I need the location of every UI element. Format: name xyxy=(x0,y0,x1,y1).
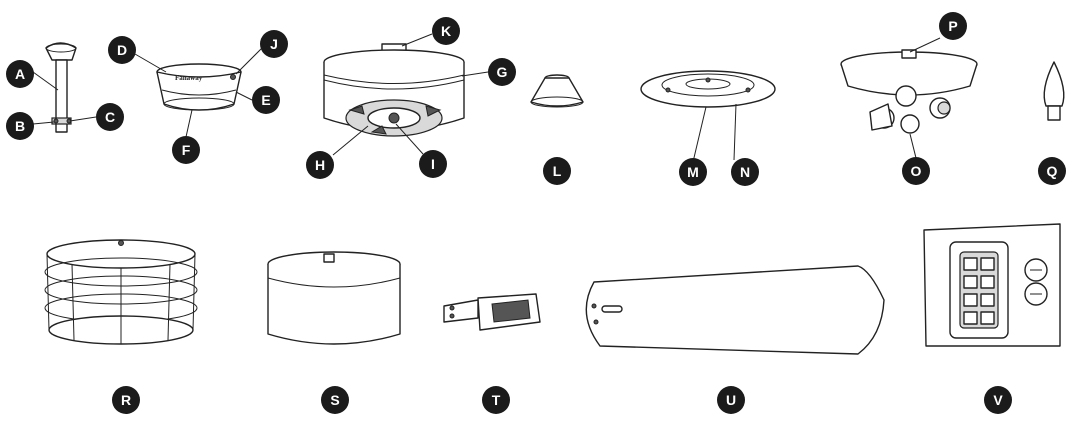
label-badge-l: L xyxy=(543,157,571,185)
blade-iron-illustration xyxy=(443,293,541,331)
label-badge-h: H xyxy=(306,151,334,179)
label-n-text: N xyxy=(740,164,750,180)
wall-control-illustration xyxy=(923,223,1061,347)
label-badge-s: S xyxy=(321,386,349,414)
label-d-text: D xyxy=(117,42,127,58)
label-o-text: O xyxy=(911,163,922,179)
label-badge-u: U xyxy=(717,386,745,414)
label-g-text: G xyxy=(497,64,508,80)
mounting-plate-illustration xyxy=(640,70,776,108)
label-badge-f: F xyxy=(172,136,200,164)
label-c-text: C xyxy=(105,109,115,125)
light-kit-illustration xyxy=(840,49,978,134)
cage-illustration xyxy=(44,239,198,345)
label-k-text: K xyxy=(441,23,451,39)
label-v-text: V xyxy=(993,392,1003,408)
label-badge-j: J xyxy=(260,30,288,58)
blade-illustration xyxy=(585,265,885,355)
label-badge-p: P xyxy=(939,12,967,40)
label-a-text: A xyxy=(15,66,25,82)
label-u-text: U xyxy=(726,392,736,408)
drum-shade-illustration xyxy=(267,251,401,345)
label-j-text: J xyxy=(270,36,278,52)
label-t-text: T xyxy=(492,392,501,408)
label-s-text: S xyxy=(330,392,339,408)
label-badge-k: K xyxy=(432,17,460,45)
downrod-illustration xyxy=(45,42,77,133)
label-badge-a: A xyxy=(6,60,34,88)
label-i-text: I xyxy=(431,156,435,172)
label-badge-e: E xyxy=(252,86,280,114)
label-badge-c: C xyxy=(96,103,124,131)
label-p-text: P xyxy=(948,18,957,34)
motor-housing-illustration xyxy=(323,43,465,137)
label-badge-o: O xyxy=(902,157,930,185)
label-l-text: L xyxy=(553,163,562,179)
label-f-text: F xyxy=(182,142,191,158)
canopy-illustration: Fanaway xyxy=(156,63,242,111)
label-badge-i: I xyxy=(419,150,447,178)
label-m-text: M xyxy=(687,164,699,180)
canopy-brand-text: Fanaway xyxy=(175,74,203,82)
label-badge-d: D xyxy=(108,36,136,64)
label-badge-n: N xyxy=(731,158,759,186)
label-badge-t: T xyxy=(482,386,510,414)
label-e-text: E xyxy=(261,92,270,108)
leader-lines xyxy=(32,33,941,163)
label-badge-q: Q xyxy=(1038,157,1066,185)
cone-cover-illustration xyxy=(530,74,584,108)
label-h-text: H xyxy=(315,157,325,173)
label-badge-g: G xyxy=(488,58,516,86)
label-badge-v: V xyxy=(984,386,1012,414)
label-badge-b: B xyxy=(6,112,34,140)
label-badge-r: R xyxy=(112,386,140,414)
label-badge-m: M xyxy=(679,158,707,186)
bulb-illustration xyxy=(1043,61,1065,121)
label-b-text: B xyxy=(15,118,25,134)
label-q-text: Q xyxy=(1047,163,1058,179)
label-r-text: R xyxy=(121,392,131,408)
